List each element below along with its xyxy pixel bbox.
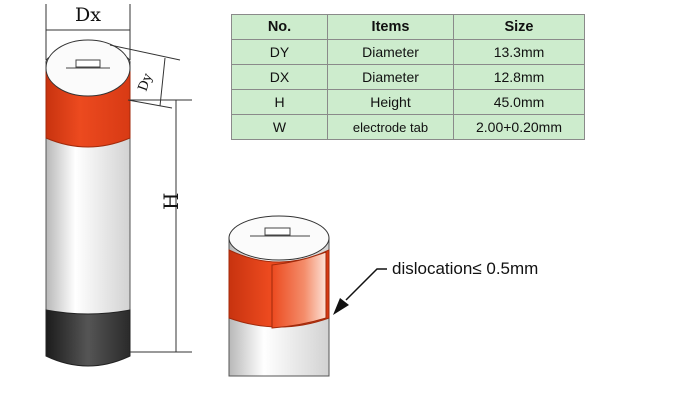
header-size: Size xyxy=(453,14,585,40)
table-cell: Height xyxy=(327,89,454,115)
dy-label: Dy xyxy=(136,71,156,93)
table-header-row: No. Items Size xyxy=(231,14,585,40)
spec-table: No. Items Size DY Diameter 13.3mm DX Dia… xyxy=(231,14,585,140)
closeup-top-dome xyxy=(228,215,330,261)
battery-full-view: Dx Dy H xyxy=(45,4,192,367)
table-cell: DX xyxy=(231,64,328,90)
battery-bottom-cap xyxy=(45,309,131,367)
dislocation-arrowhead xyxy=(333,298,349,315)
dy-dimension-line xyxy=(159,57,166,107)
dx-label: Dx xyxy=(75,4,101,26)
table-cell: 13.3mm xyxy=(453,39,585,65)
table-cell: DY xyxy=(231,39,328,65)
dy-extension-bottom xyxy=(127,99,173,109)
header-items: Items xyxy=(327,14,454,40)
header-no: No. xyxy=(231,14,328,40)
closeup-electrode-tab xyxy=(271,251,327,329)
dislocation-label: dislocation≤ 0.5mm xyxy=(392,259,539,278)
table-row: W electrode tab 2.00+0.20mm xyxy=(231,114,585,140)
closeup-terminal xyxy=(264,227,291,236)
battery-terminal xyxy=(75,59,101,68)
table-cell: 2.00+0.20mm xyxy=(453,114,585,140)
table-row: H Height 45.0mm xyxy=(231,89,585,115)
table-cell: W xyxy=(231,114,328,140)
battery-closeup-view xyxy=(228,215,387,377)
table-row: DY Diameter 13.3mm xyxy=(231,39,585,65)
table-cell: electrode tab xyxy=(327,114,454,140)
table-cell: Diameter xyxy=(327,64,454,90)
h-label: H xyxy=(159,193,183,210)
dislocation-leader-line xyxy=(345,268,387,301)
table-cell: Diameter xyxy=(327,39,454,65)
dy-extension-top xyxy=(109,44,181,61)
table-cell: 45.0mm xyxy=(453,89,585,115)
table-cell: H xyxy=(231,89,328,115)
table-cell: 12.8mm xyxy=(453,64,585,90)
table-row: DX Diameter 12.8mm xyxy=(231,64,585,90)
